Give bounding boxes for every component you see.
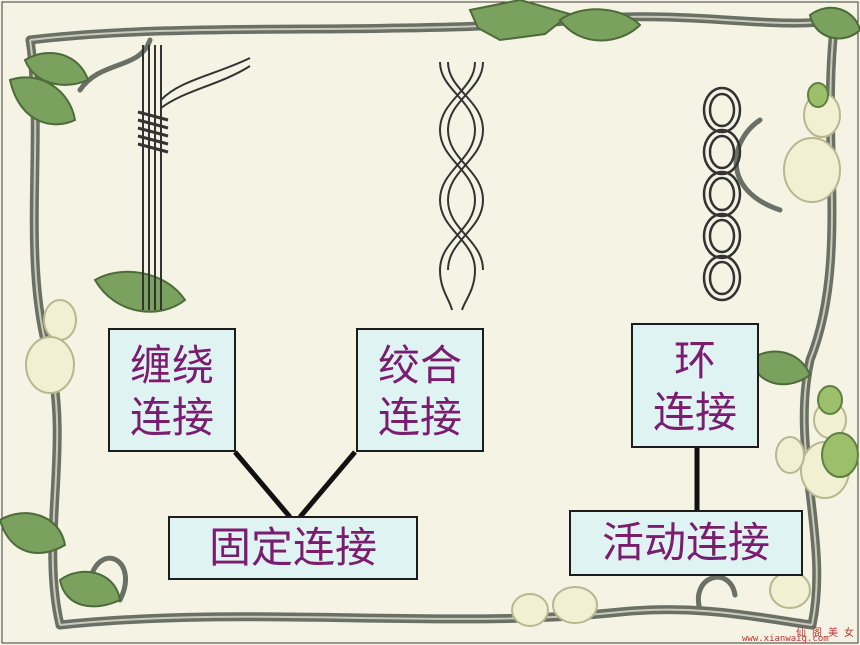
twisting-label-line2: 连接 <box>377 393 462 442</box>
watermark-top: 仙 阁 美 女 <box>796 628 855 639</box>
connector-lines <box>233 448 700 519</box>
chain-ring-icon <box>702 86 742 302</box>
movable-label-text: 活动连接 <box>601 518 770 567</box>
gourd-icon <box>25 92 850 627</box>
twisting-connection-label: 绞合 连接 <box>356 328 484 452</box>
winding-connection-label: 缠绕 连接 <box>108 328 236 452</box>
fixed-label-text: 固定连接 <box>208 523 377 572</box>
watermark-bottom: www.xianwaig.com <box>742 634 829 644</box>
ring-label-line2: 连接 <box>652 388 737 437</box>
winding-label-line1: 缠绕 <box>129 341 214 390</box>
ring-label-line1: 环 <box>673 336 716 385</box>
movable-connection-label: 活动连接 <box>569 510 803 576</box>
leaf-icon <box>0 0 860 608</box>
wire-twist-icon <box>438 61 485 311</box>
winding-label-line2: 连接 <box>129 393 214 442</box>
ring-connection-label: 环 连接 <box>631 323 759 448</box>
twisting-label-line1: 绞合 <box>377 341 462 390</box>
wire-winding-icon <box>137 45 251 310</box>
fixed-connection-label: 固定连接 <box>168 516 418 580</box>
